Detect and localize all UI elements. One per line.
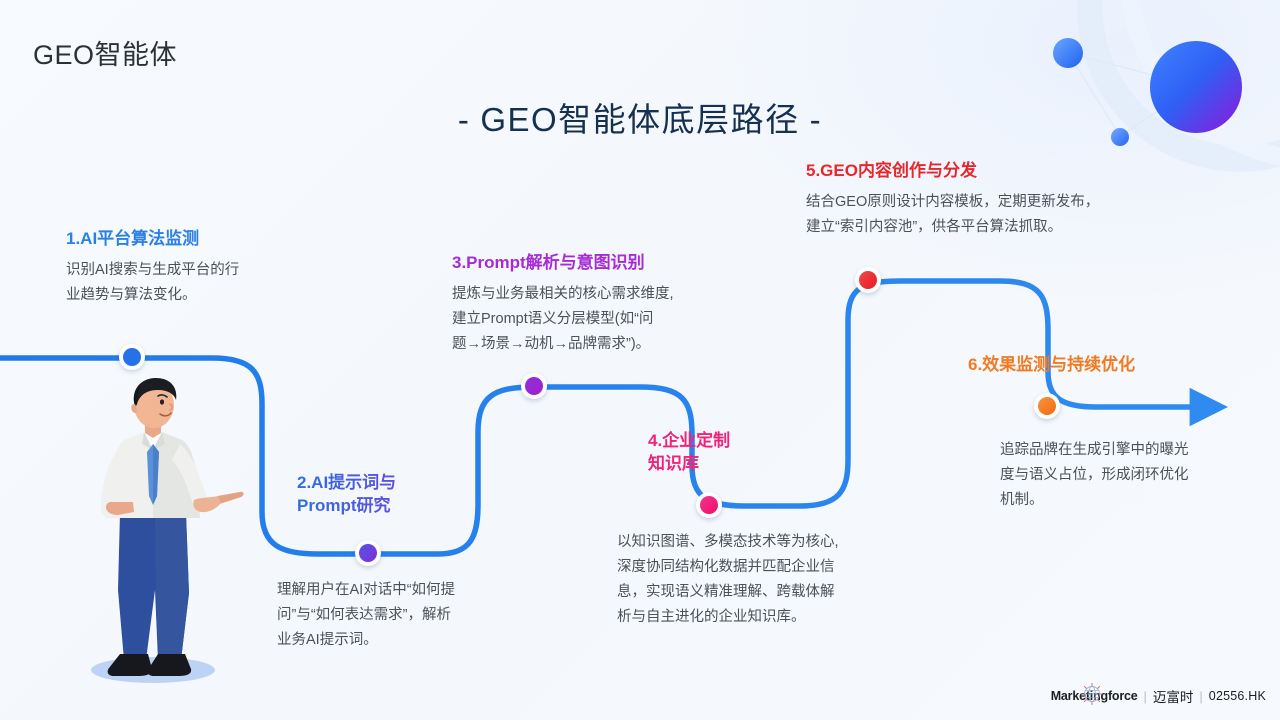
step-2[interactable]: 2.AI提示词与 Prompt研究 — [297, 472, 457, 525]
flow-node-2-dot — [359, 544, 377, 562]
brand-logo-separator-1: | — [1143, 688, 1147, 704]
step-2-description: 理解用户在AI对话中“如何提 问”与“如何表达需求”，解析 业务AI提示词。 — [277, 578, 557, 653]
step-6-title: 6.效果监测与持续优化 — [968, 355, 1136, 374]
globe-icon — [1080, 683, 1103, 705]
main-heading-text: GEO智能体底层路径 — [480, 101, 800, 138]
page-title: GEO智能体 — [33, 40, 178, 70]
brand-logo-chinese: 迈富时 — [1152, 690, 1194, 705]
flow-node-1[interactable] — [119, 344, 145, 370]
businessman-illustration — [91, 378, 244, 683]
decorative-spheres-graphic — [1053, 0, 1280, 172]
brand-logo-word: Marketingforce — [1050, 689, 1138, 703]
brand-logo: Marketingforce | 迈富时 | 02556.HK — [1050, 683, 1266, 706]
flow-node-4[interactable] — [696, 492, 722, 518]
step-4-title: 4.企业定制 知识库 — [648, 431, 731, 473]
step-2-title: 2.AI提示词与 Prompt研究 — [297, 472, 457, 518]
step-4-body: 以知识图谱、多模态技术等为核心, 深度协同结构化数据并匹配企业信 息，实现语义精… — [617, 534, 839, 625]
flow-node-6[interactable] — [1034, 393, 1060, 419]
flow-node-5[interactable] — [855, 267, 881, 293]
step-1-body: 识别AI搜索与生成平台的行 业趋势与算法变化。 — [66, 261, 240, 303]
step-6[interactable]: 6.效果监测与持续优化 — [968, 354, 1258, 384]
step-6-description: 追踪品牌在生成引擎中的曝光 度与语义占位，形成闭环优化 机制。 — [1000, 438, 1260, 513]
flow-node-4-dot — [700, 496, 718, 514]
step-5[interactable]: 5.GEO内容创作与分发 结合GEO原则设计内容模板，定期更新发布， 建立“索引… — [806, 160, 1226, 240]
step-4-description: 以知识图谱、多模态技术等为核心, 深度协同结构化数据并匹配企业信 息，实现语义精… — [617, 530, 937, 630]
step-6-body: 追踪品牌在生成引擎中的曝光 度与语义占位，形成闭环优化 机制。 — [1000, 442, 1189, 508]
step-5-body: 结合GEO原则设计内容模板，定期更新发布， 建立“索引内容池”，供各平台算法抓取… — [806, 193, 1100, 235]
flow-node-5-dot — [859, 271, 877, 289]
flow-node-3-dot — [525, 377, 543, 395]
main-heading: -GEO智能体底层路径- — [0, 93, 1280, 141]
step-3-body: 提炼与业务最相关的核心需求维度, 建立Prompt语义分层模型(如“问 题→场景… — [452, 285, 674, 352]
step-5-title: 5.GEO内容创作与分发 — [806, 161, 977, 180]
step-2-body: 理解用户在AI对话中“如何提 问”与“如何表达需求”，解析 业务AI提示词。 — [277, 582, 456, 648]
step-1-title: 1.AI平台算法监测 — [66, 229, 200, 248]
brand-logo-separator-2: | — [1199, 688, 1203, 704]
step-3-title: 3.Prompt解析与意图识别 — [452, 253, 645, 272]
flow-node-1-dot — [123, 348, 141, 366]
title-dash-left: - — [457, 101, 471, 138]
step-3[interactable]: 3.Prompt解析与意图识别 提炼与业务最相关的核心需求维度, 建立Promp… — [452, 252, 752, 357]
flow-node-3[interactable] — [521, 373, 547, 399]
brand-logo-ticker: 02556.HK — [1208, 689, 1266, 703]
title-dash-right: - — [809, 101, 823, 138]
step-1[interactable]: 1.AI平台算法监测 识别AI搜索与生成平台的行 业趋势与算法变化。 — [66, 228, 346, 308]
step-4[interactable]: 4.企业定制 知识库 — [648, 430, 798, 483]
flow-node-2[interactable] — [355, 540, 381, 566]
flow-node-6-dot — [1038, 397, 1056, 415]
